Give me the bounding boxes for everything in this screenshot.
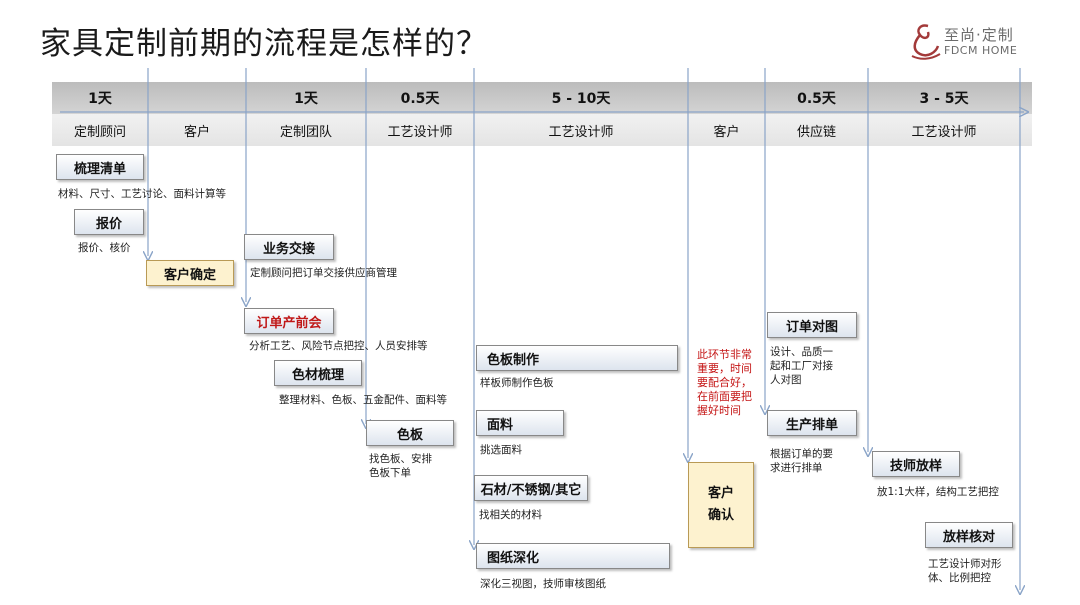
step-production-schedule-desc-line: 根据订单的要 [770, 448, 833, 460]
step-sample-check-desc-line: 工艺设计师对形 [928, 558, 1002, 570]
step-quote-desc: 报价、核价 [78, 242, 131, 254]
step-material-sort: 色材梳理 [274, 360, 362, 386]
duration-label: 5 - 10天 [551, 91, 611, 107]
duration-label: 3 - 5天 [919, 91, 969, 107]
step-preprod-meeting: 订单产前会 [244, 308, 334, 334]
duration-label: 0.5天 [400, 91, 440, 107]
step-drawing-deepen-desc: 深化三视图，技师审核图纸 [480, 578, 606, 590]
step-preprod-meeting-desc: 分析工艺、风险节点把控、人员安排等 [249, 340, 428, 352]
step-material-sort-desc: 整理材料、色板、五金配件、面料等 [279, 394, 447, 406]
important-note-line: 握好时间 [697, 404, 741, 417]
role-label: 工艺设计师 [548, 125, 614, 140]
logo-chinese-name: 至尚·定制 [944, 26, 1014, 44]
duration-label: 0.5天 [797, 91, 836, 107]
role-label: 定制顾问 [73, 125, 126, 140]
step-stone-steel-other: 石材/不锈钢/其它 [474, 475, 588, 501]
step-color-board-desc-line: 色板下单 [369, 467, 411, 479]
step-customer-confirm: 客户确定 [146, 260, 234, 286]
step-quote: 报价 [74, 209, 144, 235]
timeline-header-band [52, 82, 1032, 146]
step-stone-steel-other-desc: 找相关的材料 [479, 509, 542, 521]
step-sort-list: 梳理清单 [56, 154, 144, 180]
step-color-board-making: 色板制作 [476, 345, 678, 371]
step-sample-check-desc-line: 体、比例把控 [928, 572, 991, 584]
step-master-sample: 技师放样 [872, 451, 960, 477]
step-order-check-desc-line: 起和工厂对接 [770, 360, 833, 372]
step-client-confirm: 客户 确认 [688, 462, 754, 548]
important-note-line: 重要，时间 [697, 362, 752, 375]
step-color-board-desc-line: 找色板、安排 [369, 453, 432, 465]
step-sample-check: 放样核对 [925, 522, 1013, 548]
step-fabric-desc: 挑选面料 [480, 444, 522, 456]
step-sort-list-desc: 材料、尺寸、工艺讨论、面料计算等 [58, 188, 226, 200]
step-production-schedule-desc-line: 求进行排单 [770, 462, 823, 474]
step-client-confirm-line: 确认 [707, 508, 734, 523]
duration-label: 1天 [294, 91, 318, 107]
step-client-confirm-line: 客户 [707, 486, 734, 501]
brand-logo: 至尚·定制 FDCM HOME [906, 20, 1056, 66]
role-label: 工艺设计师 [387, 125, 453, 140]
step-handover: 业务交接 [244, 234, 334, 260]
role-label: 定制团队 [279, 125, 332, 140]
step-order-check: 订单对图 [767, 312, 857, 338]
page-title: 家具定制前期的流程是怎样的？ [40, 26, 488, 62]
important-note-line: 要配合好， [697, 376, 752, 389]
important-note-line: 在前面要把 [697, 390, 752, 403]
step-handover-desc: 定制顾问把订单交接供应商管理 [250, 267, 397, 279]
step-color-board: 色板 [366, 420, 454, 446]
role-label: 客户 [183, 125, 210, 140]
step-order-check-desc-line: 人对图 [770, 374, 802, 386]
important-note-line: 此环节非常 [697, 348, 752, 361]
step-order-check-desc-line: 设计、品质一 [770, 346, 833, 358]
duration-label: 1天 [88, 91, 112, 107]
step-master-sample-desc: 放1:1大样，结构工艺把控 [877, 486, 999, 498]
step-production-schedule: 生产排单 [767, 410, 857, 436]
role-label: 客户 [713, 125, 740, 140]
logo-english-name: FDCM HOME [944, 44, 1018, 57]
swan-logo-icon [911, 24, 941, 60]
step-drawing-deepen: 图纸深化 [476, 543, 670, 569]
step-color-board-making-desc: 样板师制作色板 [480, 377, 554, 389]
role-label: 工艺设计师 [911, 125, 977, 140]
step-fabric: 面料 [476, 410, 564, 436]
role-label: 供应链 [796, 125, 836, 140]
